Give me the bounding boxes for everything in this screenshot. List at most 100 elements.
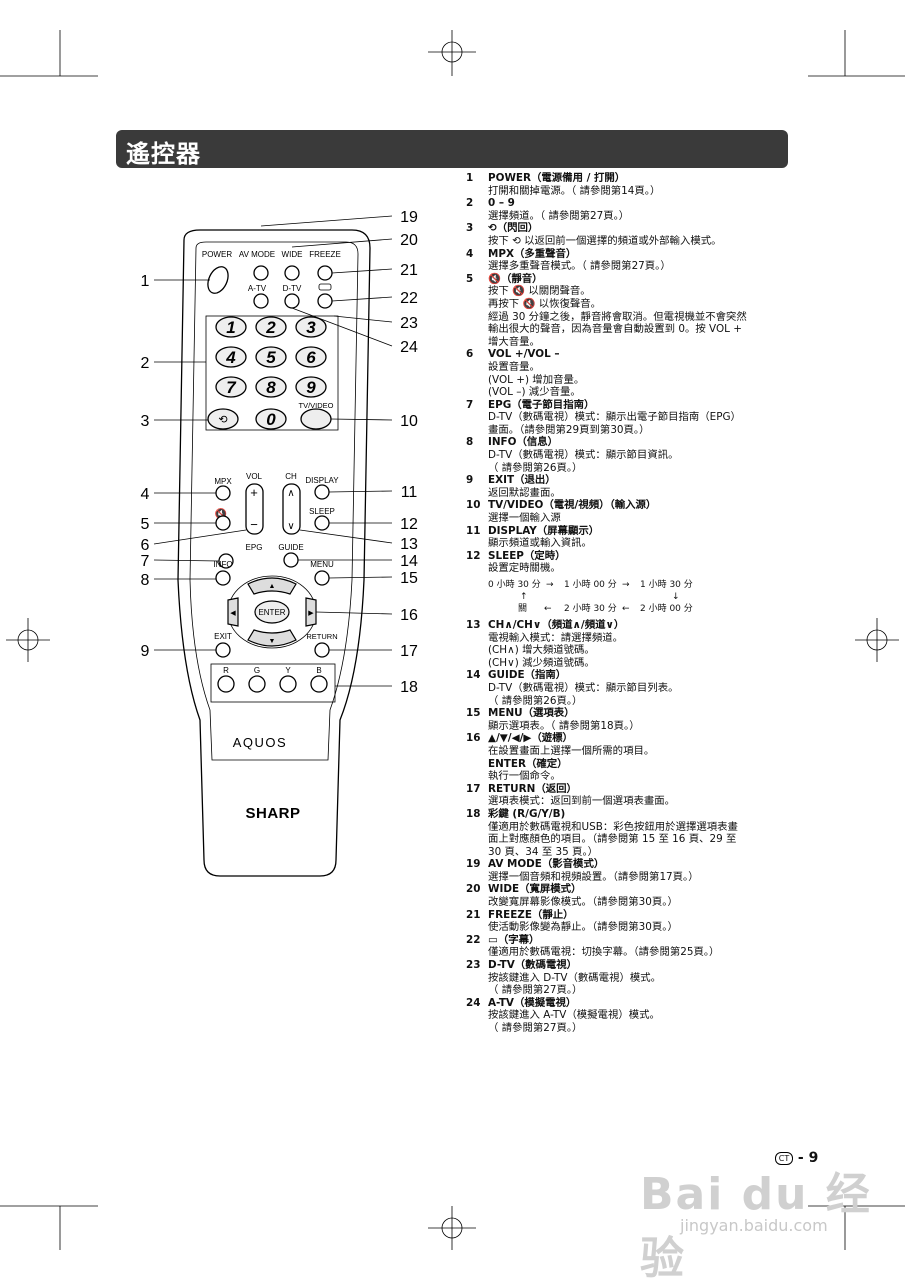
freeze-button[interactable]: [317, 265, 333, 281]
callout-number: 1: [141, 273, 150, 290]
desc-item-number: 15: [466, 707, 481, 720]
remote-inner-outline: [189, 241, 359, 761]
desc-item-number: 6: [466, 348, 474, 361]
digit-button[interactable]: [215, 346, 247, 368]
digit-button[interactable]: [215, 376, 247, 398]
desc-item-heading: DISPLAY（屏幕顯示）: [488, 524, 600, 537]
digit-button[interactable]: [295, 346, 327, 368]
desc-item-line: （ 請參閱第27頁。）: [488, 1022, 583, 1034]
desc-item-number: 16: [466, 732, 481, 745]
callout-number: 22: [400, 290, 418, 307]
desc-item-number: 17: [466, 782, 481, 795]
digit-button[interactable]: [295, 316, 327, 338]
channel-rocker[interactable]: [282, 483, 301, 535]
desc-item-heading: EXIT（退出）: [488, 474, 556, 487]
av-mode-button[interactable]: [253, 265, 269, 281]
callout-number: 2: [141, 355, 150, 372]
desc-item-heading: MENU（選項表）: [488, 707, 575, 720]
desc-item-line: (VOL –) 減少音量。: [488, 386, 581, 399]
desc-item: 22▭（字幕）僅適用於數碼電視：切換字幕。（請參閱第25頁。）: [466, 934, 796, 959]
ch-down-icon: ∨: [287, 521, 294, 532]
callout-number: 10: [400, 413, 418, 430]
desc-item-line: 再按下 🔇 以恢復聲音。: [488, 297, 602, 310]
digit-frame: [205, 315, 339, 431]
desc-item-number: 11: [466, 524, 481, 537]
info-button[interactable]: [215, 570, 231, 586]
desc-item-line: 選擇一個輸入源: [488, 512, 561, 525]
dtv-button[interactable]: [284, 293, 300, 309]
callout-number: 18: [400, 679, 418, 696]
sleep-flow-step: ↑: [520, 592, 528, 602]
desc-item-line: 打開和關掉電源。（ 請參閱第14頁。）: [488, 184, 661, 197]
display-button[interactable]: [314, 484, 330, 500]
return-label: RETURN: [306, 632, 337, 641]
desc-item-number: 14: [466, 669, 481, 682]
desc-item-heading: RETURN（返回）: [488, 782, 577, 795]
atv-button[interactable]: [253, 293, 269, 309]
callout-number: 15: [400, 570, 418, 587]
digit-button[interactable]: [215, 316, 247, 338]
callout-line: [291, 238, 393, 248]
nav-up-button: [247, 577, 297, 595]
exit-button[interactable]: [215, 642, 231, 658]
guide-button[interactable]: [283, 552, 299, 568]
callout-number: 13: [400, 536, 418, 553]
digit-button[interactable]: [255, 408, 287, 430]
digit-button[interactable]: [255, 376, 287, 398]
return-button[interactable]: [314, 642, 330, 658]
color-key-b[interactable]: [310, 675, 328, 693]
desc-item-number: 19: [466, 858, 481, 871]
desc-item-heading: 彩鍵 (R/G/Y/B): [488, 807, 566, 820]
desc-item-heading: CH∧/CH∨（頻道∧/頻道∨）: [488, 619, 625, 631]
wide-button[interactable]: [284, 265, 300, 281]
desc-item-line: D-TV（數碼電視）模式：顯示節目資訊。: [488, 449, 679, 462]
digit-label: 8: [266, 378, 276, 397]
callout-number: 12: [400, 516, 418, 533]
enter-button[interactable]: [254, 600, 290, 624]
desc-item-number: 9: [466, 474, 474, 487]
color-key-g[interactable]: [248, 675, 266, 693]
callout-number: 14: [400, 553, 418, 570]
callout-number: 8: [141, 572, 150, 589]
digit-button[interactable]: [255, 316, 287, 338]
callout-number: 3: [141, 413, 150, 430]
color-key-r[interactable]: [217, 675, 235, 693]
language-badge: CT: [775, 1151, 793, 1165]
menu-button[interactable]: [314, 570, 330, 586]
desc-item-line: （ 請參閱第27頁。）: [488, 984, 583, 997]
color-key-label-y: Y: [285, 666, 291, 675]
subtitle-button[interactable]: [317, 293, 333, 309]
desc-item: 3⟲（閃回）按下 ⟲ 以返回前一個選擇的頻道或外部輸入模式。: [466, 222, 796, 247]
digit-button[interactable]: [255, 346, 287, 368]
desc-item-line: 畫面。（請參閱第29頁到第30頁。）: [488, 423, 650, 436]
desc-item-number: 7: [466, 398, 474, 411]
mute-button[interactable]: [215, 515, 231, 531]
mpx-button[interactable]: [215, 485, 231, 501]
volume-rocker[interactable]: [245, 483, 264, 535]
tv-video-button[interactable]: [300, 408, 332, 430]
power-button[interactable]: [204, 264, 232, 297]
color-key-y[interactable]: [279, 675, 297, 693]
nav-right-icon: ▶: [308, 610, 314, 617]
desc-item-number: 22: [466, 933, 481, 946]
callout-line: [328, 490, 393, 493]
sleep-button[interactable]: [314, 515, 330, 531]
epg-label: EPG: [246, 543, 263, 552]
sleep-timer-flow: 0 小時 30 分→1 小時 00 分→1 小時 30 分↓2 小時 00 分←…: [488, 575, 796, 619]
desc-item-number: 3: [466, 222, 474, 235]
desc-item-number: 13: [466, 619, 481, 631]
digit-label: 4: [225, 348, 236, 367]
sleep-flow-step: →: [546, 580, 554, 590]
callout-line: [328, 576, 393, 579]
flashback-button[interactable]: [207, 408, 239, 430]
desc-item-heading: D-TV（數碼電視）: [488, 959, 578, 972]
digit-button[interactable]: [295, 376, 327, 398]
callout-line: [299, 529, 393, 544]
